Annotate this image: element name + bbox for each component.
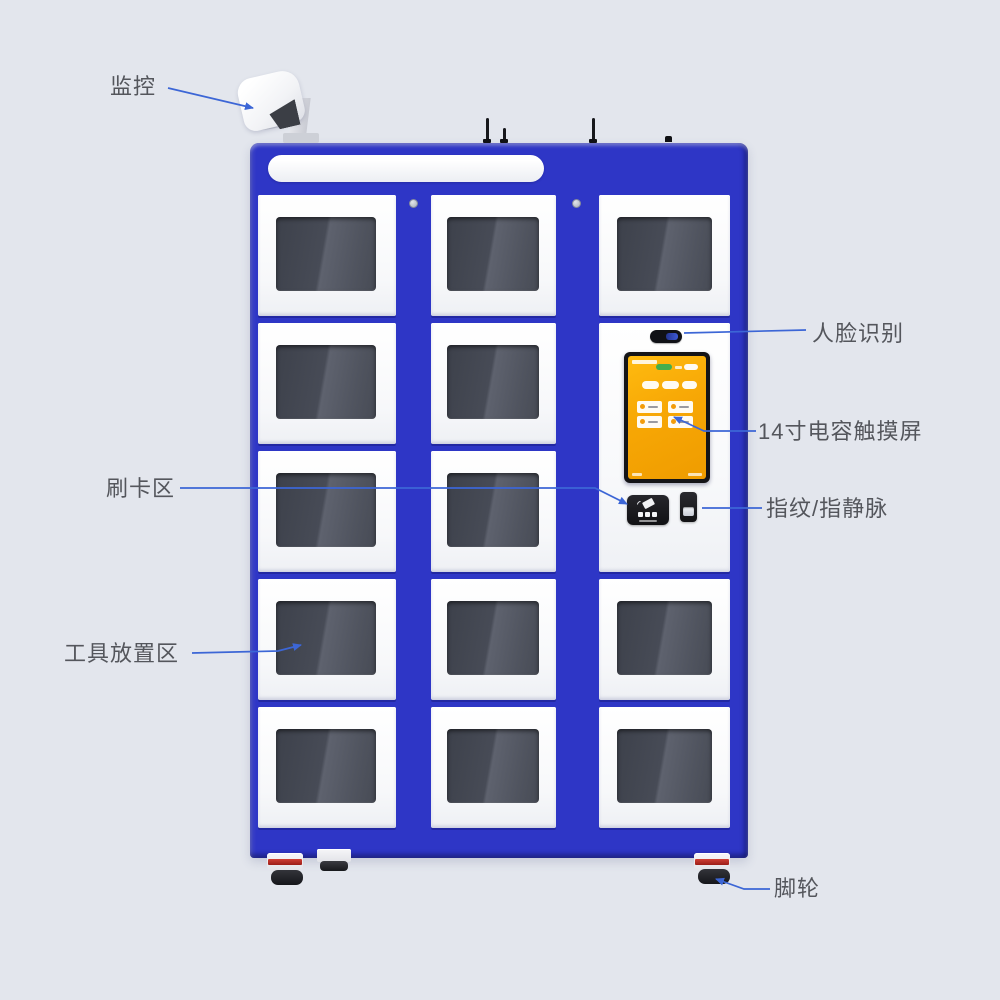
locker-window [276,345,376,419]
antenna-base [500,139,508,143]
locker-window [447,217,539,291]
antenna [486,118,489,143]
screen-white-badge [684,364,698,370]
screen-title-bar [632,360,657,364]
screen-tab [642,381,659,389]
camera-lens-icon [666,333,678,340]
antenna-stub [665,136,672,142]
locker-window [617,601,712,675]
menu-icon [640,404,645,409]
locker-door [431,323,556,444]
locker-window [617,217,712,291]
locker-window [447,601,539,675]
menu-label [679,421,689,423]
caster-wheel [320,861,348,871]
locker-door [258,195,396,316]
menu-icon [640,419,645,424]
locker-door [258,323,396,444]
camera-mount [283,133,319,143]
caster-wheel [271,870,303,885]
caster-red-band [695,859,729,865]
reader-glyph [652,512,657,517]
label-fingerprint: 指纹/指静脉 [766,496,889,521]
label-face-recognition: 人脸识别 [812,321,905,346]
menu-label [648,406,658,408]
locker-door [431,579,556,700]
antenna [592,118,595,143]
lock-screw [409,199,418,208]
locker-door [258,707,396,828]
antenna-base [589,139,597,143]
locker-window [447,729,539,803]
screen-footer-text [632,473,642,476]
screen-status-text [675,366,682,369]
reader-glyph [645,512,650,517]
label-card-swipe: 刷卡区 [106,476,176,501]
caster-wheel [698,869,730,884]
locker-door [431,707,556,828]
label-casters: 脚轮 [774,876,821,901]
locker-door [599,707,730,828]
label-touch-screen: 14寸电容触摸屏 [758,419,923,444]
lock-screw [572,199,581,208]
locker-window [276,601,376,675]
label-monitoring: 监控 [110,74,157,99]
screen-green-badge [656,364,672,370]
locker-window [276,473,376,547]
menu-icon [671,419,676,424]
menu-icon [671,404,676,409]
locker-window [447,473,539,547]
locker-door [599,195,730,316]
menu-label [648,421,658,423]
locker-door [431,195,556,316]
caster [267,853,303,871]
locker-window [447,345,539,419]
locker-door-tool-area [258,579,396,700]
reader-glyph [638,512,643,517]
caster [694,853,730,871]
face-recognition-camera [650,330,682,343]
locker-window [617,729,712,803]
locker-window [276,729,376,803]
touch-screen-bezel [624,352,710,483]
screen-footer-text [688,473,702,476]
fingerprint-reader [680,492,697,522]
menu-label [679,406,689,408]
card-reader [627,495,669,525]
screen-tab [682,381,697,389]
label-tool-area: 工具放置区 [64,641,180,666]
locker-door [599,579,730,700]
locker-door [258,451,396,572]
header-nameplate [268,155,544,182]
locker-door [431,451,556,572]
reader-subtext [639,520,657,522]
fingerprint-window [683,507,694,516]
locker-window [276,217,376,291]
touch-screen-display [628,356,706,479]
caster [317,849,351,862]
screen-tab [662,381,679,389]
antenna [503,128,506,143]
caster-red-band [268,859,302,865]
antenna-base [483,139,491,143]
